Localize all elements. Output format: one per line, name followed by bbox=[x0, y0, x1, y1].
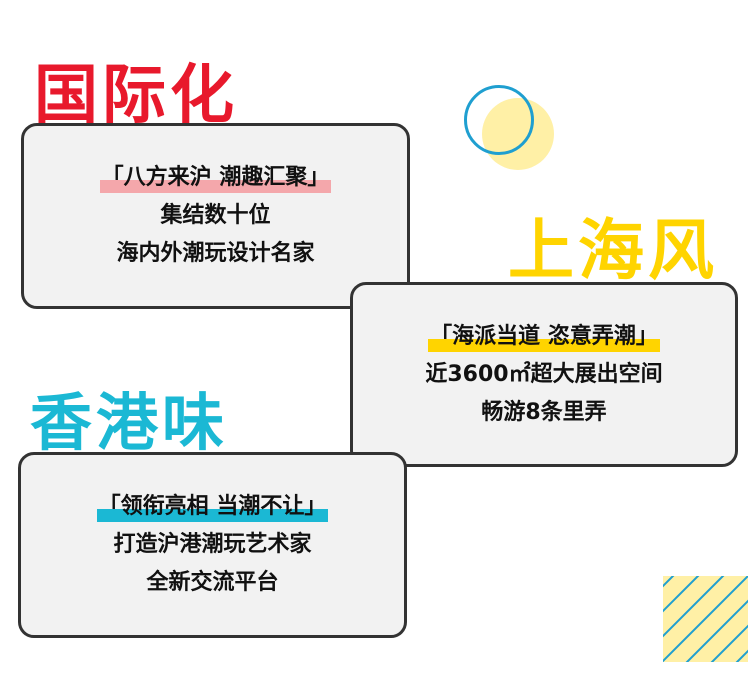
card-highlight: 「八方来沪 潮趣汇聚」 bbox=[99, 159, 332, 197]
card-line: 畅游8条里弄 bbox=[481, 399, 607, 425]
card-line: 近3600㎡超大展出空间 bbox=[425, 361, 663, 387]
decor-circle-ring bbox=[464, 85, 534, 155]
card-shanghai: 「海派当道 恣意弄潮」 近3600㎡超大展出空间 畅游8条里弄 bbox=[350, 282, 738, 467]
card-line: 海内外潮玩设计名家 bbox=[116, 241, 315, 266]
decor-stripes bbox=[663, 576, 748, 662]
card-hongkong: 「领衔亮相 当潮不让」 打造沪港潮玩艺术家 全新交流平台 bbox=[18, 452, 407, 638]
card-highlight: 「领衔亮相 当潮不让」 bbox=[96, 488, 329, 526]
title-international: 国际化 bbox=[34, 59, 238, 133]
title-hongkong: 香港味 bbox=[30, 386, 229, 459]
card-line: 打造沪港潮玩艺术家 bbox=[113, 532, 312, 557]
card-line: 集结数十位 bbox=[160, 203, 271, 228]
card-line: 全新交流平台 bbox=[146, 570, 279, 595]
card-highlight: 「海派当道 恣意弄潮」 bbox=[428, 318, 660, 356]
card-international: 「八方来沪 潮趣汇聚」 集结数十位 海内外潮玩设计名家 bbox=[21, 123, 410, 309]
title-shanghai: 上海风 bbox=[508, 212, 718, 289]
